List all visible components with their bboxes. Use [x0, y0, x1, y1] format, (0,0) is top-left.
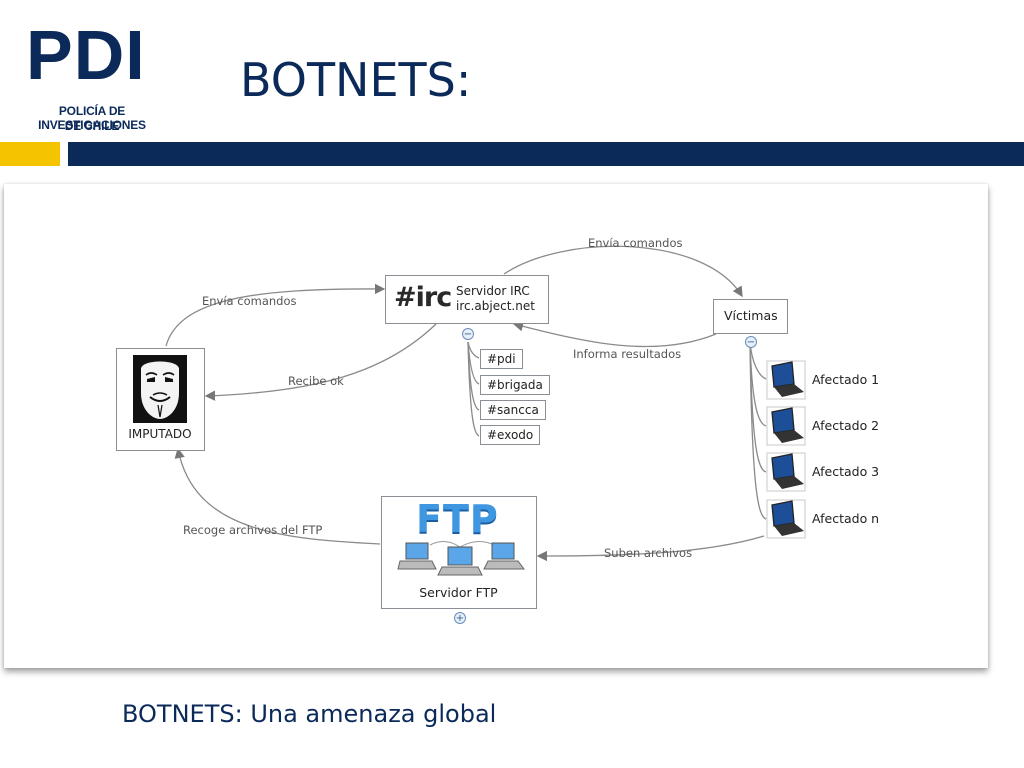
imputado-node[interactable]: IMPUTADO	[116, 348, 205, 451]
victimas-node[interactable]: Víctimas	[713, 299, 788, 334]
edge-label-irc-victimas: Envía comandos	[588, 236, 683, 250]
logo-subtitle-line2: DE CHILE	[64, 119, 120, 133]
affected-item[interactable]: Afectado n	[766, 499, 896, 539]
irc-server-node[interactable]: #irc Servidor IRC irc.abject.net	[385, 275, 549, 324]
edge-victimas-irc	[512, 321, 717, 348]
pdi-logo: PDI	[26, 16, 146, 94]
page-title: BOTNETS:	[240, 53, 472, 107]
irc-server-name: Servidor IRC	[456, 284, 530, 298]
affected-item[interactable]: Afectado 1	[766, 360, 896, 400]
diagram-panel: IMPUTADO #irc Servidor IRC irc.abject.ne…	[4, 184, 988, 668]
affected-label: Afectado 1	[812, 372, 880, 387]
laptop-icon	[766, 360, 806, 400]
irc-server-host: irc.abject.net	[456, 299, 535, 313]
channel-tag[interactable]: #pdi	[480, 349, 523, 369]
edge-imputado-irc	[165, 283, 386, 347]
edge-label-victimas-irc: Informa resultados	[573, 347, 682, 361]
edge-irc-victimas	[503, 245, 743, 298]
ftp-server-label: Servidor FTP	[419, 585, 498, 600]
irc-logo: #irc	[394, 282, 452, 313]
laptop-icon	[766, 452, 806, 492]
affected-item[interactable]: Afectado 2	[766, 406, 896, 446]
edge-label-imputado-irc: Envía comandos	[202, 294, 297, 308]
edge-label-ftp-imputado: Recoge archivos del FTP	[183, 523, 323, 537]
ftp-expand-toggle[interactable]: +	[454, 612, 466, 624]
edge-victimas-ftp	[536, 535, 765, 562]
network-computers-icon	[397, 541, 525, 576]
affected-label: Afectado n	[812, 511, 880, 526]
ftp-server-node[interactable]: FTP Servidor FTP	[381, 496, 537, 609]
channel-tag[interactable]: #exodo	[480, 425, 541, 445]
irc-collapse-toggle[interactable]: −	[462, 328, 474, 340]
logo-subtitle-line1: POLICÍA DE INVESTIGACIONES	[38, 104, 146, 132]
imputado-label: IMPUTADO	[128, 427, 192, 441]
laptop-icon	[766, 406, 806, 446]
ftp-logo: FTP	[416, 497, 499, 541]
affected-item[interactable]: Afectado 3	[766, 452, 896, 492]
edge-irc-imputado	[204, 323, 437, 401]
laptop-icon	[766, 499, 806, 539]
channel-tag[interactable]: #sancca	[480, 400, 546, 420]
accent-bar-yellow	[0, 142, 60, 166]
edge-label-victimas-ftp: Suben archivos	[604, 546, 693, 560]
anonymous-mask-icon	[133, 355, 187, 423]
affected-label: Afectado 3	[812, 464, 880, 479]
edge-ftp-imputado	[174, 447, 381, 545]
channel-tag[interactable]: #brigada	[480, 375, 550, 395]
footer-caption: BOTNETS: Una amenaza global	[122, 700, 497, 728]
victimas-collapse-toggle[interactable]: −	[745, 336, 757, 348]
edge-label-irc-imputado: Recibe ok	[288, 374, 344, 388]
victimas-label: Víctimas	[724, 308, 778, 323]
affected-label: Afectado 2	[812, 418, 880, 433]
accent-bar-navy	[68, 142, 1024, 166]
